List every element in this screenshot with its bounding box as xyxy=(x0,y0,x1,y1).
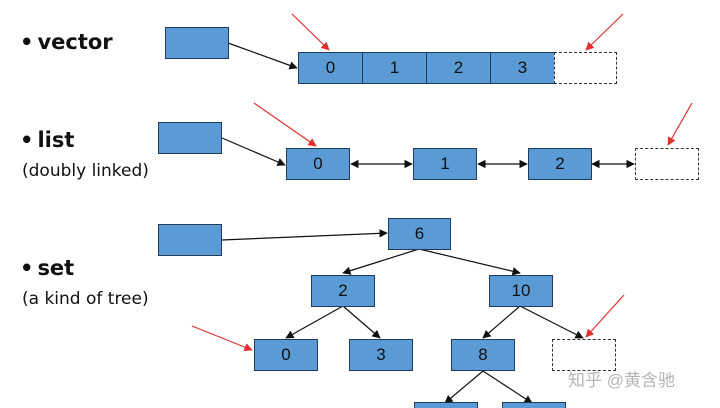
watermark: 知乎 @黄含驰 xyxy=(568,371,675,390)
tree-node-right-left: 8 xyxy=(451,339,515,371)
tree-edge-10-8 xyxy=(482,305,521,339)
tree-edge-2-0 xyxy=(285,305,344,339)
list-node-1: 1 xyxy=(413,148,477,180)
tree-edge-10-end xyxy=(519,305,584,339)
bullet: • xyxy=(20,30,34,54)
list-pointer-box xyxy=(158,122,222,154)
tree-node-left: 2 xyxy=(311,275,375,307)
tree-edge-6-2 xyxy=(342,248,420,275)
tree-node-partial-right xyxy=(502,402,566,408)
set-title: set xyxy=(37,256,75,280)
tree-edge-8-left xyxy=(444,370,484,404)
list-label: •list xyxy=(20,128,74,152)
tree-node-root: 6 xyxy=(388,218,451,250)
list-title: list xyxy=(37,128,75,152)
red-arrow-vector-begin xyxy=(291,13,330,51)
red-arrow-set-end xyxy=(585,294,625,338)
tree-node-right: 10 xyxy=(489,275,553,307)
list-end-slot xyxy=(635,148,699,180)
bullet: • xyxy=(20,128,34,152)
set-pointer-box xyxy=(158,224,222,256)
list-node-2: 2 xyxy=(528,148,592,180)
tree-end-slot xyxy=(552,339,616,371)
list-subtitle: (doubly linked) xyxy=(22,161,149,181)
list-pointer-line xyxy=(221,137,286,166)
vector-label: •vector xyxy=(20,30,113,54)
red-arrow-list-begin xyxy=(253,102,317,147)
tree-edge-8-right xyxy=(482,370,533,404)
red-arrow-vector-end xyxy=(585,13,624,51)
vector-cell-2: 2 xyxy=(426,52,491,84)
vector-cell-3: 3 xyxy=(490,52,555,84)
tree-edge-2-3 xyxy=(342,305,381,339)
vector-pointer-box xyxy=(165,27,229,59)
tree-node-left-right: 3 xyxy=(349,339,413,371)
red-arrow-set-begin xyxy=(191,325,253,352)
red-arrow-list-end xyxy=(667,102,693,146)
vector-end-slot xyxy=(554,52,617,84)
vector-cell-0: 0 xyxy=(298,52,363,84)
vector-title: vector xyxy=(37,30,113,54)
set-pointer-line xyxy=(221,229,388,241)
vector-cell-1: 1 xyxy=(362,52,427,84)
list-node-0: 0 xyxy=(286,148,350,180)
tree-node-partial-left xyxy=(414,402,478,408)
bullet: • xyxy=(20,256,34,280)
set-subtitle: (a kind of tree) xyxy=(22,289,149,309)
set-label: •set xyxy=(20,256,74,280)
tree-node-left-left: 0 xyxy=(254,339,318,371)
vector-pointer-line xyxy=(227,42,298,70)
tree-edge-6-10 xyxy=(418,248,521,276)
